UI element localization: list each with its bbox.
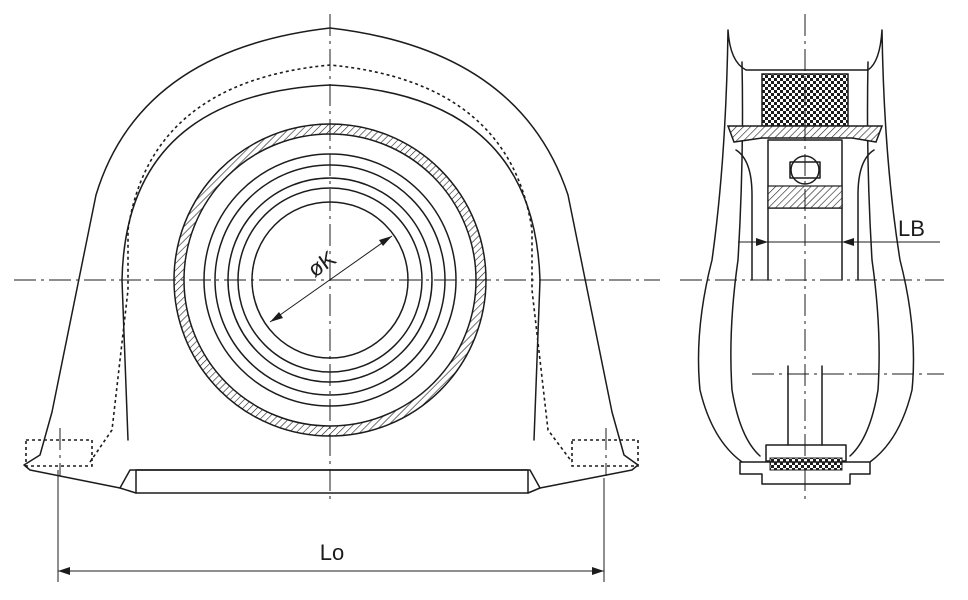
lb-arrow-left (756, 238, 768, 246)
right-foot-hole (571, 439, 639, 467)
front-view: øK Lo (14, 14, 660, 582)
lo-arrow-left (58, 567, 70, 575)
bolt-pad (769, 457, 843, 471)
width-b-label: LB (898, 216, 925, 241)
left-foot-hole (25, 439, 93, 467)
base-chamfers (119, 487, 541, 494)
housing-outer-outline (23, 27, 639, 489)
diameter-arrow-end (379, 236, 392, 246)
side-view: LB (680, 14, 944, 500)
side-shoulders (735, 149, 875, 281)
lb-arrow-right (842, 238, 854, 246)
base-plate (135, 469, 529, 494)
base-length-label: Lo (320, 540, 344, 565)
lo-arrow-right (592, 567, 604, 575)
bore-diameter-dimension-line (269, 235, 393, 323)
side-base-plate (739, 461, 871, 485)
diameter-arrow-start (270, 312, 283, 322)
side-outer-outline (697, 29, 915, 463)
